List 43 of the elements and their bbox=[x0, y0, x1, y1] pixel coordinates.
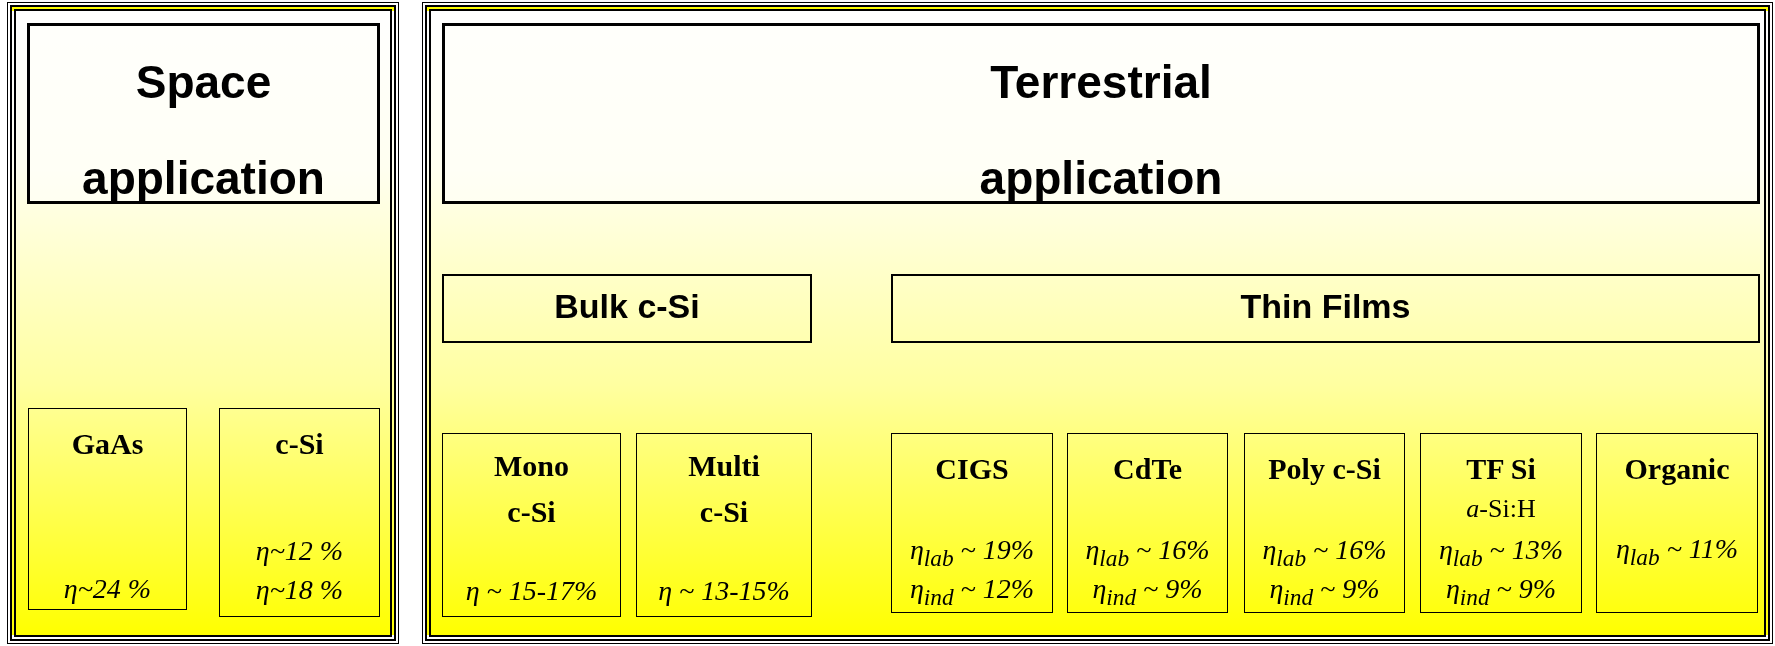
heading-box bbox=[27, 23, 380, 204]
material-box bbox=[1067, 433, 1228, 613]
heading-text: Terrestrial application bbox=[978, 54, 1224, 206]
efficiency-value: η$_{lab}$ ~ 13% bbox=[1438, 532, 1564, 573]
efficiency-value: η$_{lab}$ ~ 16% bbox=[1262, 532, 1387, 573]
heading-box bbox=[442, 23, 1760, 204]
material-label: CIGS bbox=[935, 450, 1009, 487]
category-panel bbox=[425, 5, 1770, 641]
material-label: Mono c-Si bbox=[493, 447, 570, 530]
category-box bbox=[891, 274, 1760, 343]
category-panel bbox=[10, 5, 396, 641]
material-box bbox=[636, 433, 812, 617]
material-box bbox=[1596, 433, 1758, 613]
category-label: Bulk c-Si bbox=[554, 285, 700, 327]
efficiency-value: η~12 % bbox=[255, 533, 344, 568]
material-box bbox=[891, 433, 1053, 613]
efficiency-value: η~24 % bbox=[63, 571, 152, 606]
material-label: c-Si bbox=[275, 425, 324, 462]
material-label: Poly c-Si bbox=[1268, 450, 1381, 487]
efficiency-value: η ~ 15-17% bbox=[465, 573, 598, 608]
efficiency-value: η$_{ind}$ ~ 12% bbox=[909, 571, 1035, 612]
efficiency-value: η~18 % bbox=[255, 572, 344, 607]
material-box bbox=[219, 408, 380, 617]
material-label: Organic bbox=[1624, 450, 1730, 487]
efficiency-value: η ~ 13-15% bbox=[658, 573, 790, 608]
efficiency-value: η$_{ind}$ ~ 9% bbox=[1269, 571, 1380, 612]
efficiency-value: η$_{lab}$ ~ 11% bbox=[1615, 531, 1739, 572]
material-label: GaAs bbox=[71, 425, 144, 462]
heading-text: Space application bbox=[81, 54, 326, 206]
material-label: Multi c-Si bbox=[687, 447, 761, 530]
material-box bbox=[1420, 433, 1582, 613]
material-box bbox=[1244, 433, 1405, 613]
category-box bbox=[442, 274, 812, 343]
material-box bbox=[28, 408, 187, 610]
efficiency-value: η$_{ind}$ ~ 9% bbox=[1092, 571, 1203, 612]
material-label: TF Si bbox=[1466, 450, 1536, 487]
efficiency-value: η$_{lab}$ ~ 19% bbox=[909, 532, 1035, 573]
efficiency-value: η$_{lab}$ ~ 16% bbox=[1085, 532, 1210, 573]
efficiency-value: η$_{ind}$ ~ 9% bbox=[1445, 571, 1557, 612]
category-label: Thin Films bbox=[1240, 285, 1411, 327]
material-box bbox=[442, 433, 621, 617]
material-subtitle: a-Si:H bbox=[1466, 492, 1536, 525]
material-label: CdTe bbox=[1113, 450, 1182, 487]
